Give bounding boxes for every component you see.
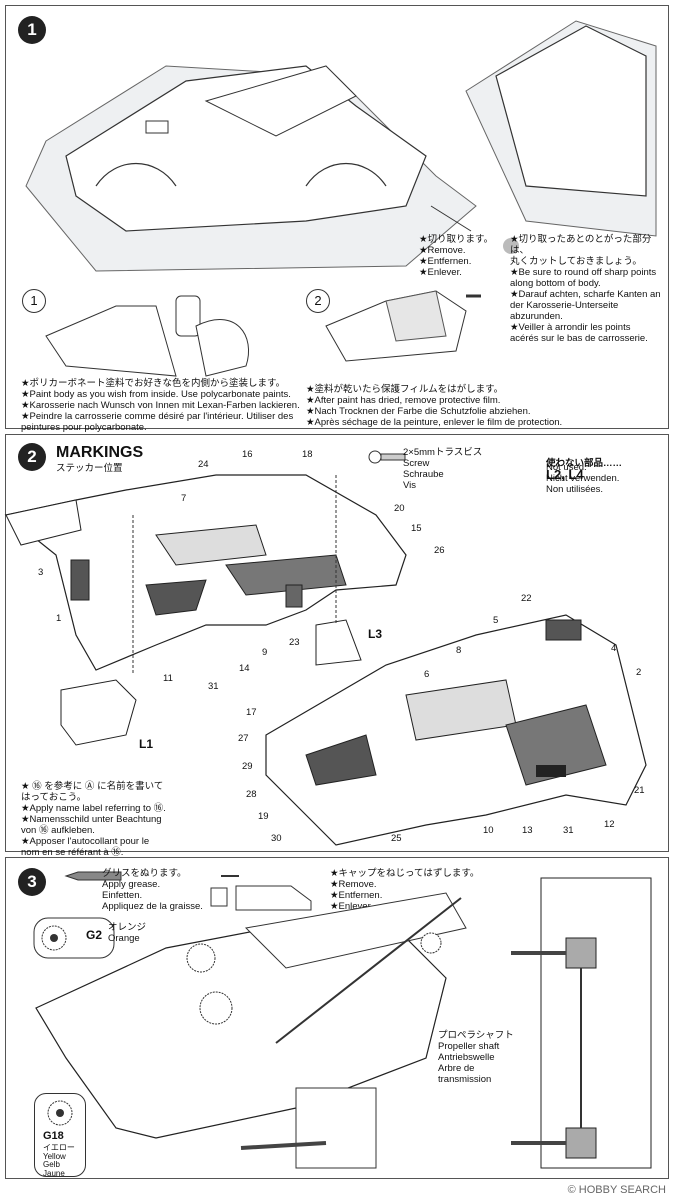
markings-subtitle: ステッカー位置 — [56, 463, 123, 474]
g2-color: オレンジ Orange — [108, 922, 147, 944]
marker-9: 9 — [262, 647, 268, 658]
marker-21: 21 — [634, 785, 645, 796]
marker-7: 7 — [181, 493, 187, 504]
name-label-instructions: ★ ⑯ を参考に Ⓐ に名前を書いて はっておこう。 ★Apply name l… — [21, 781, 166, 858]
marker-29: 29 — [242, 761, 253, 772]
marker-12: 12 — [604, 819, 615, 830]
marker-30: 30 — [271, 833, 282, 844]
g18-gear-icon — [47, 1100, 73, 1126]
marker-27: 27 — [238, 733, 249, 744]
paint-instructions: ★ポリカーボネート塗料でお好きな色を内側から塗装します。 ★Paint body… — [21, 378, 300, 433]
cut-instructions: ★切り取ります。 ★Remove. ★Entfernen. ★Enlever. — [419, 234, 494, 278]
marker-19: 19 — [258, 811, 269, 822]
marker-5: 5 — [493, 615, 499, 626]
markings-car-drawing — [4, 474, 647, 846]
marker-16: 16 — [242, 449, 253, 460]
marker-4: 4 — [611, 643, 617, 654]
marker-13: 13 — [522, 825, 533, 836]
marker-1: 1 — [56, 613, 62, 624]
marker-25: 25 — [391, 833, 402, 844]
watermark: © HOBBY SEARCH — [567, 1184, 666, 1196]
marker-18: 18 — [302, 449, 313, 460]
unused-parts-heading: 使わない部品…… L2, L4 — [546, 447, 622, 482]
marker-24: 24 — [198, 459, 209, 470]
cap-removal-icon — [210, 875, 312, 911]
round-off-instructions: ★切り取ったあとのとがった部分は、 丸くカットしておきましょう。 ★Be sur… — [510, 234, 661, 344]
g18-color: イエロー Yellow Gelb Jaune — [43, 1143, 75, 1178]
marker-17: 17 — [246, 707, 257, 718]
unused-parts-text: Not used. Nicht verwenden. Non utilisées… — [546, 462, 620, 495]
marker-31: 31 — [208, 681, 219, 692]
film-instructions: ★塗料が乾いたら保護フィルムをはがします。 ★After paint has d… — [306, 384, 563, 428]
step2-number: 2 — [18, 443, 46, 471]
marker-6: 6 — [424, 669, 430, 680]
propeller-shaft-label: プロペラシャフト Propeller shaft Antriebswelle A… — [438, 1030, 514, 1085]
marker-15: 15 — [411, 523, 422, 534]
part-L3-label: L3 — [368, 627, 383, 641]
g2-gear-icon — [33, 917, 115, 959]
substep2-number: 2 — [306, 289, 330, 313]
marker-11: 11 — [163, 673, 173, 684]
step3-number: 3 — [18, 868, 46, 896]
g18-code: G18 — [43, 1130, 64, 1142]
marker-20: 20 — [394, 503, 405, 514]
marker-14: 14 — [239, 663, 250, 674]
chassis-drawing — [35, 877, 652, 1169]
grease-tube-icon — [64, 871, 122, 881]
unused-label: 使わない部品…… — [546, 458, 623, 469]
marker-2: 2 — [636, 667, 642, 678]
marker-31-lower: 31 — [563, 825, 574, 836]
part-L1-label: L1 — [139, 737, 154, 751]
g18-gear-box: G18 イエロー Yellow Gelb Jaune — [34, 1093, 86, 1177]
step1-number: 1 — [18, 16, 46, 44]
marker-26: 26 — [434, 545, 445, 556]
g2-code: G2 — [86, 928, 103, 942]
step1-panel: 1 ★切り取ります。 ★Remove. ★Entfernen. ★Enlever… — [5, 5, 669, 433]
substep1-number: 1 — [22, 289, 46, 313]
step3-panel: 3 グリスをぬります。 Apply grease. Einfetten. App… — [5, 857, 669, 1179]
marker-22: 22 — [521, 593, 532, 604]
marker-28: 28 — [246, 789, 257, 800]
screw-label: 2×5mmトラスビス Screw Schraube Vis — [403, 447, 483, 491]
marker-10: 10 — [483, 825, 494, 836]
unused-part-codes: L2, L4 — [546, 467, 584, 482]
marker-23: 23 — [289, 637, 300, 648]
cap-instructions: ★キャップをねじってはずします。 ★Remove. ★Entfernen. ★E… — [330, 868, 480, 912]
marker-3: 3 — [38, 567, 44, 578]
grease-instructions: グリスをぬります。 Apply grease. Einfetten. Appli… — [102, 868, 203, 912]
screw-icon — [368, 450, 406, 464]
step2-panel: 2 MARKINGS ステッカー位置 2×5mmトラスビス Screw Schr… — [4, 434, 669, 858]
marker-8: 8 — [456, 645, 462, 656]
markings-title: MARKINGS — [56, 444, 144, 461]
body-shell-drawing — [25, 20, 657, 377]
